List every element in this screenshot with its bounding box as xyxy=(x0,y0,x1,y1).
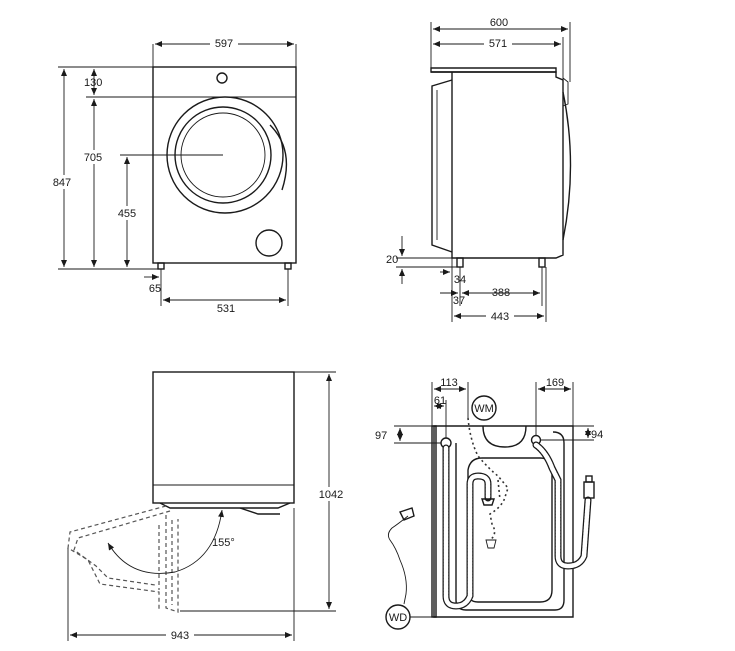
open-door-edge xyxy=(165,515,179,613)
open-door-inner xyxy=(73,510,171,586)
door-total-height-label: 1042 xyxy=(319,489,343,501)
side-base-depth-label: 443 xyxy=(491,311,509,323)
side-door-bulge xyxy=(562,91,572,241)
side-front-foot-offset-label: 34 xyxy=(454,274,466,286)
top-view-handle xyxy=(239,507,280,515)
inlet-connector-icon xyxy=(583,481,595,499)
front-door-height-label: 455 xyxy=(118,208,136,220)
side-view: 600 571 20 34 388 37 443 xyxy=(386,16,572,323)
filter-cover-icon xyxy=(255,229,283,257)
back-inlet-inner-label: 61 xyxy=(434,395,446,407)
foot-left-icon xyxy=(157,262,165,270)
inlet-hose xyxy=(532,441,592,570)
side-back-foot-offset-label: 37 xyxy=(453,295,465,307)
back-outlet-top-label: 94 xyxy=(591,429,603,441)
inlet-tap-icon xyxy=(585,475,593,483)
wm-hose-route-2 xyxy=(497,479,501,501)
open-door-outline xyxy=(67,505,167,611)
back-inlet-top-label: 97 xyxy=(375,430,387,442)
side-foot-height-label: 20 xyxy=(386,254,398,266)
door-hinge-icon xyxy=(269,124,288,191)
wd-cable xyxy=(387,515,409,605)
wm-hose-end xyxy=(485,539,497,549)
front-width-label: 597 xyxy=(215,38,233,50)
top-view-body xyxy=(152,371,295,504)
front-foot-span-label: 531 xyxy=(217,303,235,315)
wm-label: WM xyxy=(474,403,494,415)
door-total-depth-label: 943 xyxy=(171,630,189,642)
top-view-door-closed xyxy=(159,502,291,509)
back-top-notch xyxy=(482,425,527,448)
front-drum-height-label: 705 xyxy=(84,152,102,164)
side-back-bulge xyxy=(431,79,453,253)
foot-right-icon xyxy=(284,262,292,270)
side-foot-back-icon xyxy=(456,257,464,268)
wm-label-bubble xyxy=(471,395,497,421)
front-foot-offset-label: 65 xyxy=(149,283,161,295)
side-depth-body-label: 571 xyxy=(489,38,507,50)
side-foot-span-label: 388 xyxy=(492,287,510,299)
wm-hose-route xyxy=(467,417,509,541)
side-body xyxy=(431,71,564,259)
drain-hose-end xyxy=(481,498,495,506)
front-top-panel-label: 130 xyxy=(84,77,102,89)
door-open-view: 155° 1042 943 xyxy=(67,371,347,642)
wd-plug-icon xyxy=(399,507,415,521)
knob-icon xyxy=(216,72,228,84)
drain-hose xyxy=(442,444,492,610)
wd-label: WD xyxy=(389,612,407,624)
back-view: WM WD 113 61 169 97 94 xyxy=(375,377,603,630)
back-panel-inner xyxy=(467,457,553,603)
door-angle-label: 155° xyxy=(212,537,235,549)
front-total-height-label: 847 xyxy=(53,177,71,189)
back-inlet-offset-label: 113 xyxy=(440,377,458,389)
side-depth-total-label: 600 xyxy=(490,17,508,29)
side-foot-front-icon xyxy=(538,257,546,268)
back-outlet-offset-label: 169 xyxy=(546,377,564,389)
front-body xyxy=(152,66,297,264)
door-angle-arc xyxy=(107,509,224,574)
front-view: 597 847 130 705 455 65 531 xyxy=(48,36,297,315)
side-panel-knob xyxy=(562,77,569,107)
